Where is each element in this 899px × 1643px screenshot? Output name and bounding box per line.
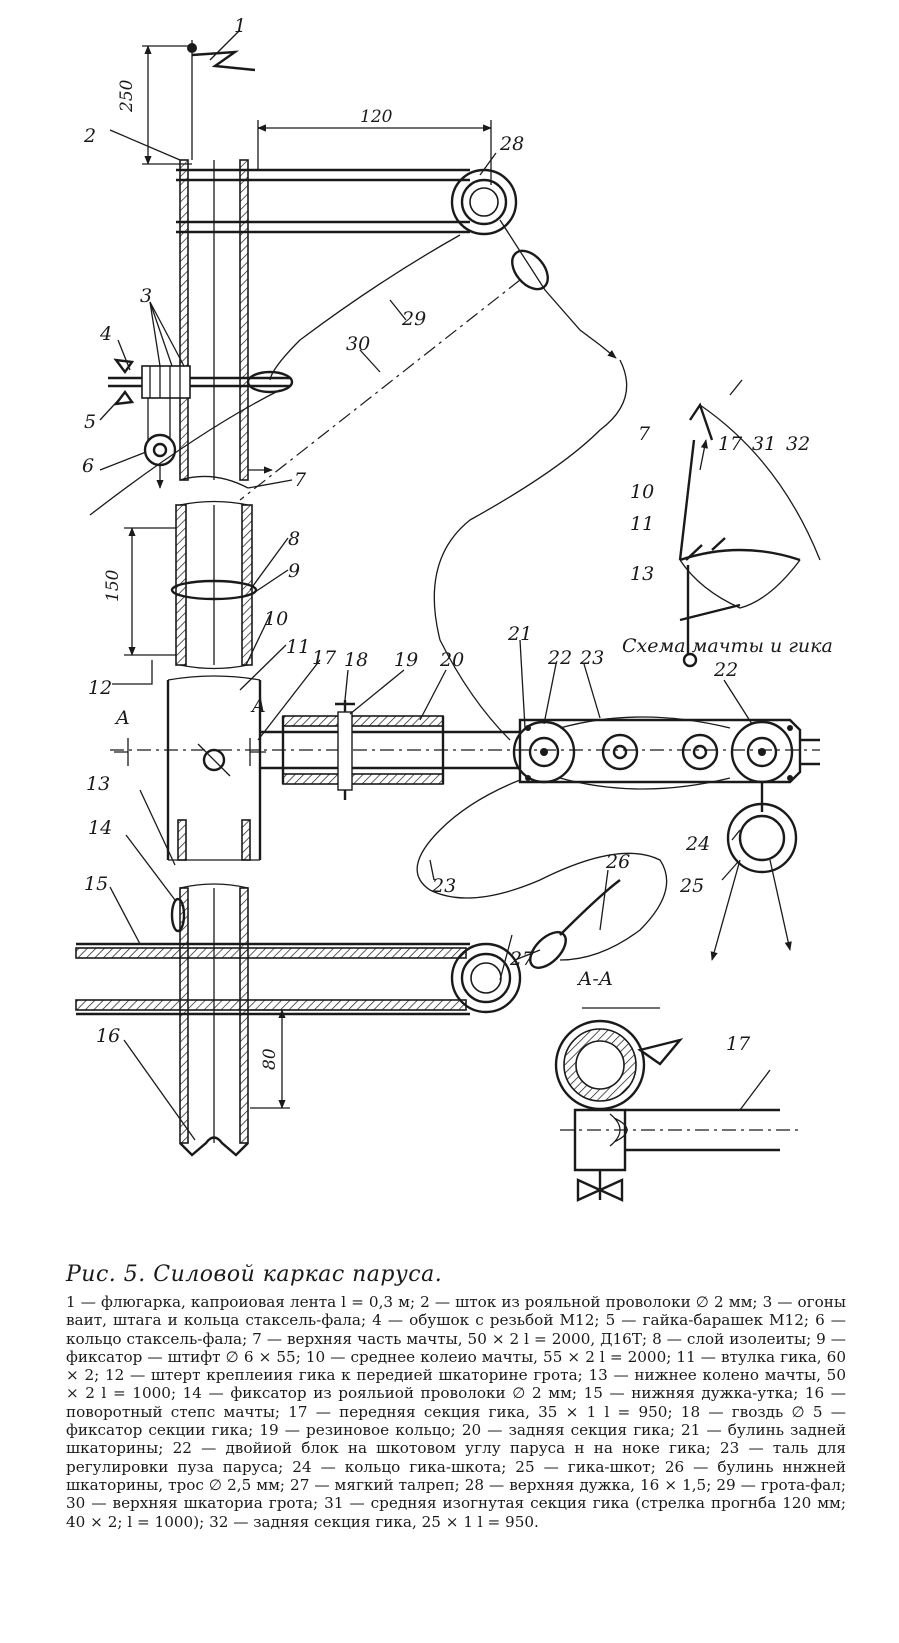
label-16: 16: [96, 1025, 120, 1047]
dim-150-text: 150: [103, 569, 123, 602]
label-8: 8: [288, 528, 300, 550]
schema-label-13: 13: [630, 563, 654, 585]
label-14: 14: [88, 817, 112, 839]
mast-lower: [179, 883, 249, 1157]
label-11: 11: [286, 636, 310, 658]
label-24: 24: [685, 833, 710, 855]
label-30: 30: [346, 333, 370, 355]
label-20: 20: [439, 649, 464, 671]
forward-boom: [110, 700, 820, 800]
schema-label-17: 17: [718, 433, 743, 455]
schema-title: Схема мачты и гика: [622, 635, 833, 657]
schema-label-31: 31: [752, 433, 776, 455]
sail-frame-drawing: 250 120: [75, 15, 833, 1202]
schema-label-10: 10: [630, 481, 654, 503]
pennant: [187, 40, 256, 160]
schema-label-7: 7: [638, 423, 651, 445]
label-15: 15: [84, 873, 108, 895]
mast-boom-schema: [678, 379, 821, 668]
dimension-150: 150: [103, 527, 176, 656]
shroud-fitting: [108, 358, 294, 489]
label-18: 18: [344, 649, 368, 671]
dim-250-text: 250: [117, 79, 137, 113]
figure-caption: Рис. 5. Силовой каркас паруса. 1 — флюга…: [66, 1262, 846, 1531]
label-12: 12: [88, 677, 112, 699]
label-22: 22: [547, 647, 572, 669]
tackle-loop: [416, 779, 668, 969]
label-19: 19: [394, 649, 418, 671]
leader-lines: [99, 29, 753, 1141]
label-10: 10: [264, 608, 288, 630]
label-25: 25: [679, 875, 704, 897]
dimension-250: 250: [117, 45, 192, 165]
upper-bow: [176, 168, 518, 236]
label-3: 3: [140, 285, 152, 307]
mast-upper: [179, 159, 249, 489]
part-labels: 1 2 3 4 5 6 7 8 9 10 11 12 13 14 15 16 1…: [82, 15, 751, 1055]
schema-label-11: 11: [630, 513, 654, 535]
sail-lines: [89, 234, 521, 516]
mast-middle: [170, 500, 258, 670]
label-1: 1: [234, 15, 246, 37]
lower-bow: [75, 897, 541, 1016]
sheet-ring: [710, 782, 798, 961]
caption-legend: 1 — флюгарка, капроиовая лента l = 0,3 м…: [66, 1293, 846, 1531]
section-mark-right: A: [250, 695, 266, 717]
dim-120-text: 120: [360, 107, 393, 127]
dimension-120: 120: [257, 107, 492, 185]
label-23: 23: [579, 647, 604, 669]
label-2: 2: [83, 125, 96, 147]
label-26: 26: [605, 851, 630, 873]
label-17-section: 17: [726, 1033, 751, 1055]
label-28: 28: [499, 133, 524, 155]
label-21: 21: [507, 623, 532, 645]
label-13: 13: [86, 773, 110, 795]
boom-sleeve: [166, 675, 262, 861]
dim-80-text: 80: [260, 1048, 280, 1070]
label-17: 17: [312, 647, 337, 669]
boom-end-blocks: [470, 716, 820, 790]
label-5: 5: [84, 411, 96, 433]
section-title: А-А: [576, 968, 613, 990]
label-22b: 22: [713, 659, 738, 681]
label-29: 29: [401, 308, 426, 330]
label-6: 6: [82, 455, 94, 477]
schema-labels: 7 10 11 13 17 31 32 Схема мачты и гика: [622, 423, 833, 657]
schema-label-32: 32: [786, 433, 810, 455]
label-4: 4: [99, 323, 112, 345]
halyard-eye: [433, 219, 628, 741]
dimension-80: 80: [250, 1009, 290, 1109]
section-a-a: [554, 1007, 800, 1202]
caption-title: Рис. 5. Силовой каркас паруса.: [66, 1262, 443, 1287]
label-7: 7: [294, 469, 307, 491]
label-27: 27: [509, 948, 535, 970]
label-9: 9: [288, 560, 300, 582]
section-mark-left: A: [114, 707, 130, 729]
label-23b: 23: [431, 875, 456, 897]
